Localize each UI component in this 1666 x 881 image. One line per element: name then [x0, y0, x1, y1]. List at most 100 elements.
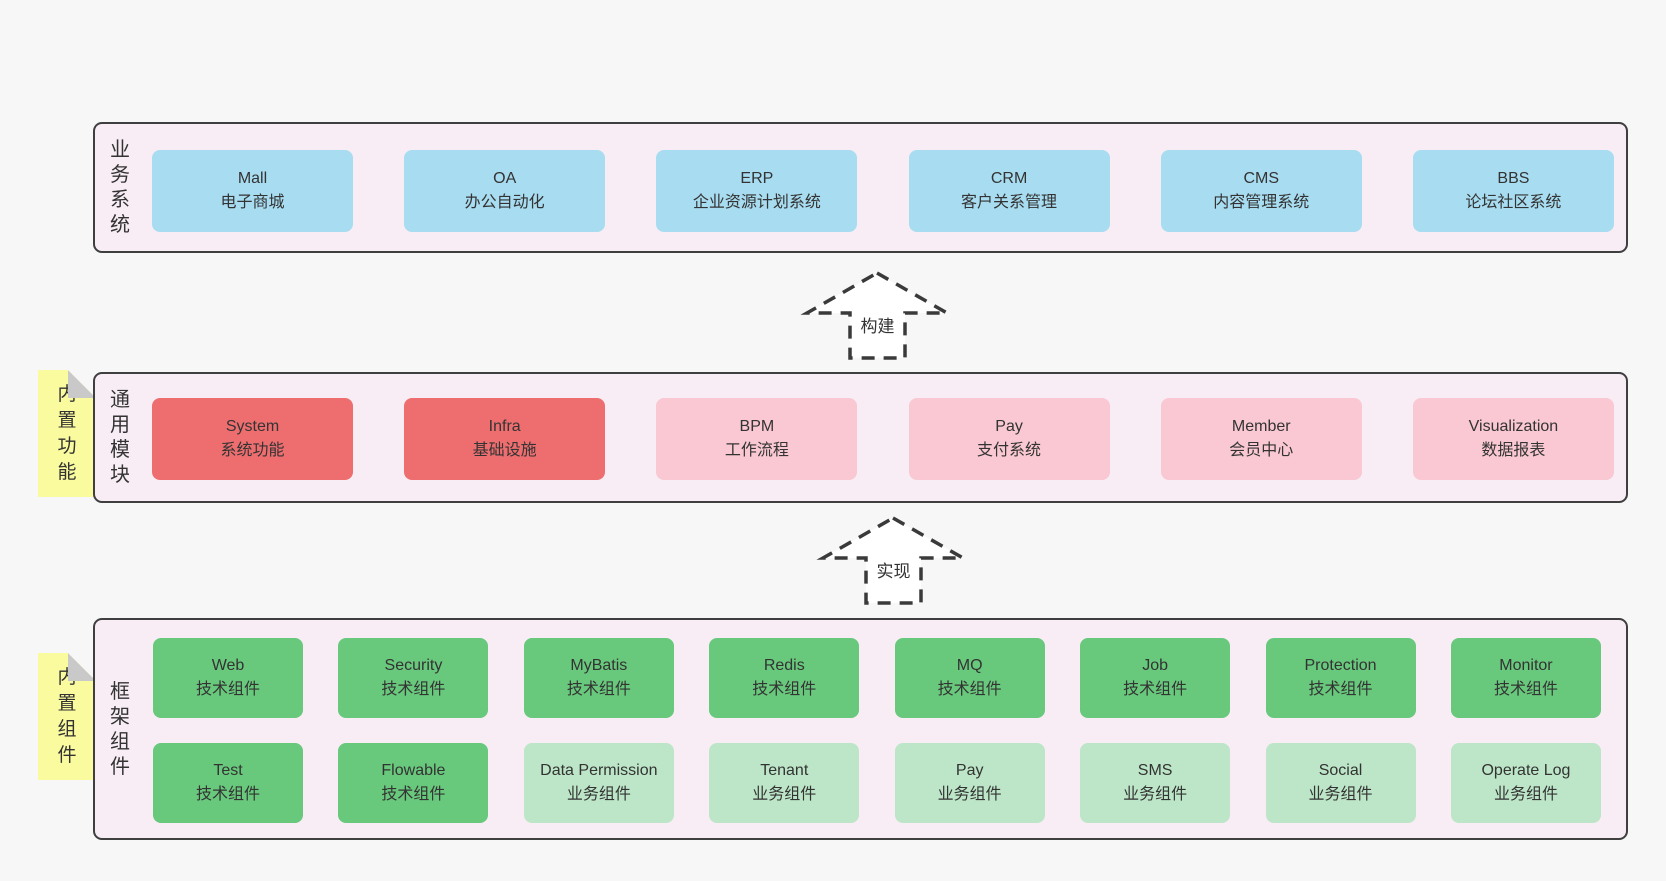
folded-corner-icon	[68, 370, 96, 398]
box-title: MQ	[956, 657, 983, 674]
box-title: Pay	[955, 762, 984, 779]
business-systems-row: Mall 电子商城 OA 办公自动化 ERP 企业资源计划系统 CRM 客户关系…	[152, 150, 1614, 232]
box-subtitle: 技术组件	[381, 786, 446, 803]
box-member: Member 会员中心	[1160, 398, 1362, 480]
box-subtitle: 数据报表	[1481, 442, 1546, 459]
build-arrow-label: 构建	[857, 312, 898, 337]
box-system: System 系统功能	[152, 398, 353, 480]
box-subtitle: 业务组件	[752, 786, 817, 803]
box-title: OA	[493, 170, 517, 187]
box-cms: CMS 内容管理系统	[1160, 150, 1362, 232]
box-title: CRM	[990, 170, 1028, 187]
box-infra: Infra 基础设施	[404, 398, 606, 480]
box-title: Job	[1142, 657, 1168, 674]
box-mall: Mall 电子商城	[152, 150, 353, 232]
box-title: Security	[384, 657, 443, 674]
box-title: Operate Log	[1481, 762, 1571, 779]
box-subtitle: 技术组件	[1493, 681, 1558, 698]
sticky-note-built-in-functions: 内置功能	[38, 370, 96, 497]
box-title: CMS	[1243, 170, 1280, 187]
box-bbs: BBS 论坛社区系统	[1412, 150, 1614, 232]
box-pay-biz: Pay 业务组件	[894, 743, 1045, 823]
build-arrow: 构建	[800, 265, 955, 366]
sticky-note-text: 内置组件	[57, 667, 77, 766]
box-title: SMS	[1137, 762, 1173, 779]
box-subtitle: 技术组件	[381, 681, 446, 698]
box-oa: OA 办公自动化	[404, 150, 606, 232]
box-visualization: Visualization 数据报表	[1412, 398, 1614, 480]
box-subtitle: 会员中心	[1229, 442, 1294, 459]
box-subtitle: 内容管理系统	[1213, 194, 1310, 211]
box-subtitle: 业务组件	[1123, 786, 1188, 803]
box-subtitle: 客户关系管理	[961, 194, 1058, 211]
box-subtitle: 技术组件	[195, 786, 260, 803]
panel-label-business-systems: 业务系统	[110, 139, 130, 236]
box-tenant: Tenant 业务组件	[709, 743, 860, 823]
box-subtitle: 技术组件	[752, 681, 817, 698]
implement-arrow-label: 实现	[873, 557, 914, 582]
box-monitor: Monitor 技术组件	[1450, 638, 1601, 718]
box-subtitle: 电子商城	[220, 194, 285, 211]
box-operate-log: Operate Log 业务组件	[1450, 743, 1601, 823]
box-title: ERP	[740, 170, 774, 187]
box-subtitle: 业务组件	[566, 786, 631, 803]
common-modules-row: System 系统功能 Infra 基础设施 BPM 工作流程 Pay 支付系统…	[152, 398, 1614, 480]
box-title: Social	[1318, 762, 1363, 779]
box-title: Member	[1231, 418, 1291, 435]
box-title: Tenant	[760, 762, 809, 779]
sticky-note-text: 内置功能	[57, 384, 77, 483]
panel-framework-components: 框架组件 Web 技术组件 Security 技术组件 MyBatis 技术组件…	[93, 618, 1628, 840]
box-title: MyBatis	[570, 657, 628, 674]
box-protection: Protection 技术组件	[1265, 638, 1416, 718]
box-subtitle: 技术组件	[195, 681, 260, 698]
box-title: Monitor	[1499, 657, 1553, 674]
box-subtitle: 技术组件	[566, 681, 631, 698]
box-subtitle: 技术组件	[937, 681, 1002, 698]
box-title: Infra	[488, 418, 521, 435]
box-title: Mall	[237, 170, 268, 187]
implement-arrow: 实现	[816, 510, 971, 611]
panel-label-framework-components: 框架组件	[110, 680, 130, 778]
box-title: Web	[211, 657, 245, 674]
sticky-note-built-in-components: 内置组件	[38, 653, 96, 780]
box-pay: Pay 支付系统	[908, 398, 1110, 480]
box-subtitle: 业务组件	[1493, 786, 1558, 803]
panel-common-modules: 通用模块 System 系统功能 Infra 基础设施 BPM 工作流程 Pay…	[93, 372, 1628, 503]
box-title: BBS	[1497, 170, 1530, 187]
box-subtitle: 业务组件	[1308, 786, 1373, 803]
box-mq: MQ 技术组件	[894, 638, 1045, 718]
box-security: Security 技术组件	[338, 638, 489, 718]
box-title: System	[225, 418, 280, 435]
box-title: Flowable	[381, 762, 446, 779]
box-subtitle: 论坛社区系统	[1465, 194, 1562, 211]
box-data-permission: Data Permission 业务组件	[523, 743, 674, 823]
box-subtitle: 办公自动化	[464, 194, 545, 211]
box-subtitle: 业务组件	[937, 786, 1002, 803]
box-job: Job 技术组件	[1080, 638, 1231, 718]
box-title: Protection	[1304, 657, 1377, 674]
box-title: Data Permission	[540, 762, 658, 779]
box-flowable: Flowable 技术组件	[338, 743, 489, 823]
framework-components-row-1: Web 技术组件 Security 技术组件 MyBatis 技术组件 Redi…	[153, 638, 1601, 718]
box-subtitle: 基础设施	[472, 442, 537, 459]
box-subtitle: 企业资源计划系统	[692, 194, 821, 211]
box-erp: ERP 企业资源计划系统	[656, 150, 858, 232]
box-test: Test 技术组件	[153, 743, 303, 823]
box-sms: SMS 业务组件	[1080, 743, 1231, 823]
box-title: Visualization	[1468, 418, 1559, 435]
box-web: Web 技术组件	[153, 638, 303, 718]
box-social: Social 业务组件	[1265, 743, 1416, 823]
box-title: Pay	[995, 418, 1023, 435]
panel-business-systems: 业务系统 Mall 电子商城 OA 办公自动化 ERP 企业资源计划系统 CRM…	[93, 122, 1628, 253]
box-subtitle: 支付系统	[977, 442, 1042, 459]
box-subtitle: 技术组件	[1308, 681, 1373, 698]
box-bpm: BPM 工作流程	[656, 398, 858, 480]
box-title: BPM	[739, 418, 775, 435]
folded-corner-icon	[68, 653, 96, 681]
box-crm: CRM 客户关系管理	[908, 150, 1110, 232]
box-mybatis: MyBatis 技术组件	[523, 638, 674, 718]
box-title: Test	[213, 762, 243, 779]
panel-label-common-modules: 通用模块	[110, 389, 130, 486]
box-redis: Redis 技术组件	[709, 638, 860, 718]
